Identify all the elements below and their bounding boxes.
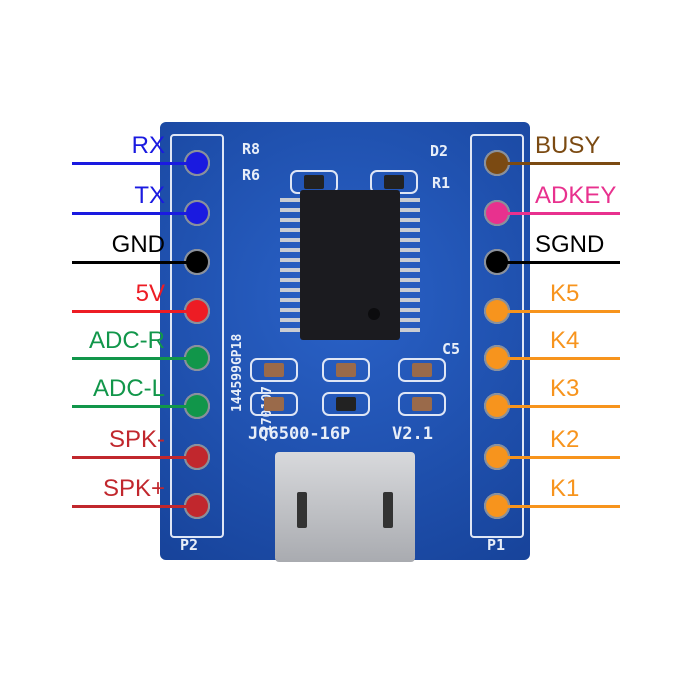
pin-dot (486, 202, 508, 224)
pin-dot (186, 347, 208, 369)
chip-leg (400, 288, 420, 292)
pin-dot (186, 495, 208, 517)
callout-line (72, 405, 198, 408)
callout-line (72, 310, 198, 313)
pin-dot (486, 347, 508, 369)
chip-leg (400, 308, 420, 312)
silk-r1: R1 (432, 174, 451, 192)
pin-label-k2: K2 (550, 426, 580, 453)
resistor (322, 392, 370, 416)
callout-line (72, 212, 198, 215)
pin-dot (486, 251, 508, 273)
callout-line (497, 162, 620, 165)
silk-r6: R6 (242, 166, 261, 184)
capacitor (322, 358, 370, 382)
chip-leg (280, 228, 300, 232)
callout-line (497, 310, 620, 313)
pin-label-adc-l: ADC-L (92, 375, 165, 402)
pin1-marker (368, 308, 380, 320)
callout-line (497, 405, 620, 408)
silk-chip-code: 144599GP18 (230, 333, 245, 412)
chip-leg (280, 198, 300, 202)
chip-leg (280, 308, 300, 312)
capacitor (398, 392, 446, 416)
usb-slot (383, 492, 393, 528)
chip-leg (280, 318, 300, 322)
chip-leg (280, 258, 300, 262)
callout-line (72, 505, 198, 508)
chip-leg (280, 278, 300, 282)
pin-dot (486, 395, 508, 417)
pin-dot (186, 395, 208, 417)
capacitor (250, 358, 298, 382)
header-p2 (170, 134, 224, 538)
pin-label-sgnd: SGND (535, 231, 605, 258)
chip-leg (400, 258, 420, 262)
pin-dot (186, 446, 208, 468)
silk-p2: P2 (180, 536, 199, 554)
pin-label-busy: BUSY (535, 132, 601, 159)
usb-slot (297, 492, 307, 528)
pin-label-rx: RX (131, 132, 165, 159)
pin-dot (486, 446, 508, 468)
silk-version: V2.1 (392, 424, 433, 444)
pin-label-k5: K5 (550, 280, 580, 307)
silk-model: JQ6500-16P (248, 424, 351, 444)
callout-line (497, 261, 620, 264)
silk-c5: C5 (442, 340, 461, 358)
pin-label-k4: K4 (550, 327, 580, 354)
callout-line (72, 261, 198, 264)
chip-leg (400, 218, 420, 222)
chip-leg (280, 218, 300, 222)
chip-leg (400, 228, 420, 232)
pin-label-gnd: GND (111, 231, 165, 258)
pin-label-tx: TX (134, 182, 165, 209)
callout-line (72, 357, 198, 360)
pin-label-adkey: ADKEY (535, 182, 617, 209)
pin-dot (186, 152, 208, 174)
chip-leg (400, 268, 420, 272)
pin-label-spk-: SPK- (108, 426, 165, 453)
callout-line (72, 162, 198, 165)
callout-line (497, 456, 620, 459)
chip-leg (400, 238, 420, 242)
pin-dot (186, 202, 208, 224)
pin-dot (186, 300, 208, 322)
pin-dot (486, 152, 508, 174)
chip-leg (280, 288, 300, 292)
silk-d2: D2 (430, 142, 449, 160)
chip-leg (400, 208, 420, 212)
callout-line (497, 357, 620, 360)
pin-dot (186, 251, 208, 273)
pin-label-k1: K1 (550, 475, 580, 502)
chip-leg (280, 248, 300, 252)
silk-r8: R8 (242, 140, 261, 158)
capacitor (250, 392, 298, 416)
chip-leg (400, 198, 420, 202)
chip-leg (400, 248, 420, 252)
chip-leg (280, 298, 300, 302)
micro-usb-port (275, 452, 415, 562)
pin-dot (486, 300, 508, 322)
callout-line (497, 212, 620, 215)
pin-label-5v: 5V (135, 280, 165, 307)
capacitor (398, 358, 446, 382)
pin-label-k3: K3 (550, 375, 580, 402)
silk-p1: P1 (487, 536, 506, 554)
pin-dot (486, 495, 508, 517)
audio-chip (300, 190, 400, 340)
pin-label-adc-r: ADC-R (89, 327, 165, 354)
chip-leg (400, 278, 420, 282)
chip-leg (400, 298, 420, 302)
chip-leg (280, 328, 300, 332)
chip-leg (280, 208, 300, 212)
chip-leg (400, 328, 420, 332)
callout-line (72, 456, 198, 459)
callout-line (497, 505, 620, 508)
chip-leg (400, 318, 420, 322)
pin-label-spk+: SPK+ (102, 475, 165, 502)
chip-leg (280, 268, 300, 272)
header-p1 (470, 134, 524, 538)
chip-leg (280, 238, 300, 242)
